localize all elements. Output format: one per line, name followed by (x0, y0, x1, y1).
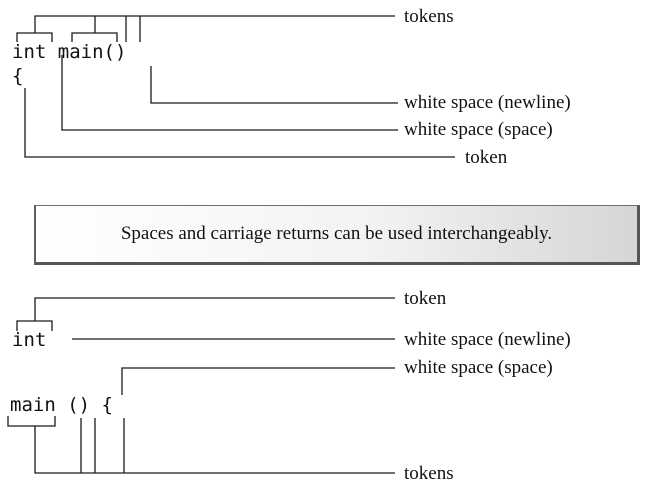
note-text: Spaces and carriage returns can be used … (120, 223, 553, 244)
label-space-bottom: white space (space) (404, 357, 553, 378)
label-tokens-bottom: tokens (404, 463, 454, 484)
label-newline-bottom: white space (newline) (404, 329, 571, 350)
bracket-main-bottom (7, 416, 56, 427)
bottom-code-line-1: int (12, 329, 46, 351)
leader-tokens-top (34, 15, 395, 33)
bottom-code-line-2: main () { (10, 394, 113, 416)
top-code-line-1: int main() (12, 41, 126, 63)
leader-tokens-bottom (34, 426, 395, 474)
label-token-bottom: token (404, 288, 447, 309)
label-newline-top: white space (newline) (404, 92, 571, 113)
label-space-top: white space (space) (404, 119, 553, 140)
note-box: Spaces and carriage returns can be used … (34, 205, 640, 265)
bottom-example: int main () { token white space (newline… (7, 288, 571, 484)
label-tokens-top: tokens (404, 6, 454, 27)
leader-token-bottom (34, 297, 395, 321)
leader-token-brace (24, 88, 455, 158)
top-code-line-2: { (12, 65, 23, 87)
top-example: int main() { tokens white space (newline… (12, 6, 571, 168)
leader-space-top (61, 55, 398, 131)
leader-newline-top (150, 66, 398, 104)
label-token-top: token (465, 147, 508, 168)
leader-space-bottom (121, 367, 395, 395)
